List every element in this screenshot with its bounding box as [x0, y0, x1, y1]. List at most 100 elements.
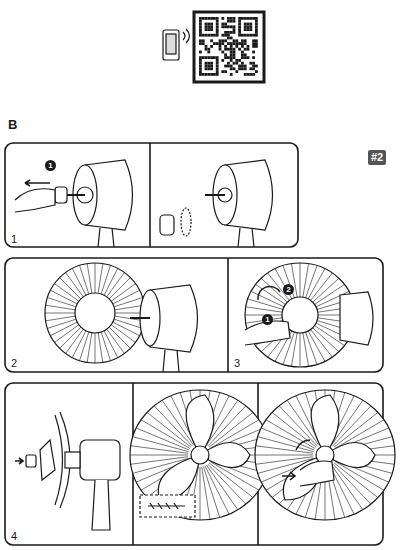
qr-module — [210, 67, 213, 70]
qr-module — [230, 42, 233, 45]
qr-module — [230, 51, 233, 54]
grill-spoke — [200, 467, 201, 520]
grill-spoke — [313, 328, 339, 352]
qr-module — [216, 20, 219, 23]
qr-module — [249, 34, 252, 37]
grill-spoke — [46, 316, 76, 321]
qr-module — [233, 67, 236, 70]
qr-module — [255, 28, 258, 31]
grill-spoke — [87, 264, 92, 294]
qr-module — [238, 34, 241, 37]
qr-module — [224, 31, 227, 34]
qr-module — [221, 39, 224, 42]
grill-spoke — [107, 329, 125, 353]
panel-divider — [227, 258, 229, 372]
qr-module — [199, 73, 202, 76]
qr-module — [199, 34, 202, 37]
qr-module — [252, 67, 255, 70]
grill-spoke — [50, 290, 77, 304]
grill-spoke — [72, 331, 86, 358]
qr-module — [233, 56, 236, 59]
qr-module — [230, 67, 233, 70]
qr-module — [210, 28, 213, 31]
qr-module — [224, 53, 227, 56]
qr-module — [227, 48, 230, 51]
qr-module — [255, 20, 258, 23]
qr-module — [224, 39, 227, 42]
qr-module — [205, 67, 208, 70]
qr-module — [224, 56, 227, 59]
qr-module — [252, 45, 255, 48]
qr-module — [230, 48, 233, 51]
qr-module — [235, 70, 238, 73]
qr-module — [238, 59, 241, 62]
qr-module — [247, 17, 250, 20]
hand-nut — [15, 180, 67, 212]
qr-module — [199, 65, 202, 68]
qr-module — [221, 34, 224, 37]
qr-module — [252, 34, 255, 37]
step-number: 4 — [10, 530, 18, 543]
qr-code — [199, 17, 258, 76]
qr-module — [227, 17, 230, 20]
qr-module — [205, 23, 208, 26]
qr-module — [233, 42, 236, 45]
grill-spoke — [206, 465, 237, 510]
qr-module — [227, 20, 230, 23]
qr-module — [207, 73, 210, 76]
qr-module — [216, 70, 219, 73]
qr-module — [244, 56, 247, 59]
qr-module — [235, 45, 238, 48]
qr-module — [244, 53, 247, 56]
qr-module — [249, 73, 252, 76]
qr-module — [249, 17, 252, 20]
qr-module — [207, 34, 210, 37]
qr-module — [224, 45, 227, 48]
qr-module — [213, 73, 216, 76]
qr-module — [238, 25, 241, 28]
qr-module — [255, 23, 258, 26]
qr-module — [216, 65, 219, 68]
qr-module — [199, 20, 202, 23]
qr-module — [205, 56, 208, 59]
qr-module — [252, 17, 255, 20]
qr-module — [244, 28, 247, 31]
qr-module — [249, 67, 252, 70]
grill-spoke — [300, 333, 301, 367]
qr-module — [227, 62, 230, 65]
qr-module — [247, 45, 250, 48]
front-grill-blade — [130, 390, 270, 520]
qr-module — [202, 34, 205, 37]
qr-module — [199, 28, 202, 31]
qr-module — [207, 62, 210, 65]
qr-module — [207, 56, 210, 59]
qr-module — [238, 67, 241, 70]
grill-spoke — [246, 307, 283, 312]
qr-module — [244, 25, 247, 28]
qr-module — [205, 25, 208, 28]
qr-module — [210, 23, 213, 26]
qr-module — [255, 45, 258, 48]
qr-module — [202, 56, 205, 59]
qr-module — [199, 39, 202, 42]
qr-module — [227, 25, 230, 28]
qr-module — [202, 17, 205, 20]
qr-module — [255, 31, 258, 34]
phone-icon — [163, 30, 179, 60]
qr-module — [247, 48, 250, 51]
grill-spoke — [205, 466, 229, 514]
qr-module — [227, 34, 230, 37]
grill-spoke — [47, 298, 76, 307]
qr-module — [199, 51, 202, 54]
qr-module — [255, 65, 258, 68]
callout-number: 1 — [262, 314, 273, 325]
motor-housing — [130, 285, 198, 372]
qr-module — [221, 70, 224, 73]
grill-spoke — [60, 327, 81, 348]
qr-module — [249, 28, 252, 31]
qr-module — [216, 73, 219, 76]
qr-module — [241, 65, 244, 68]
grill-spoke — [101, 332, 110, 361]
qr-module — [230, 17, 233, 20]
